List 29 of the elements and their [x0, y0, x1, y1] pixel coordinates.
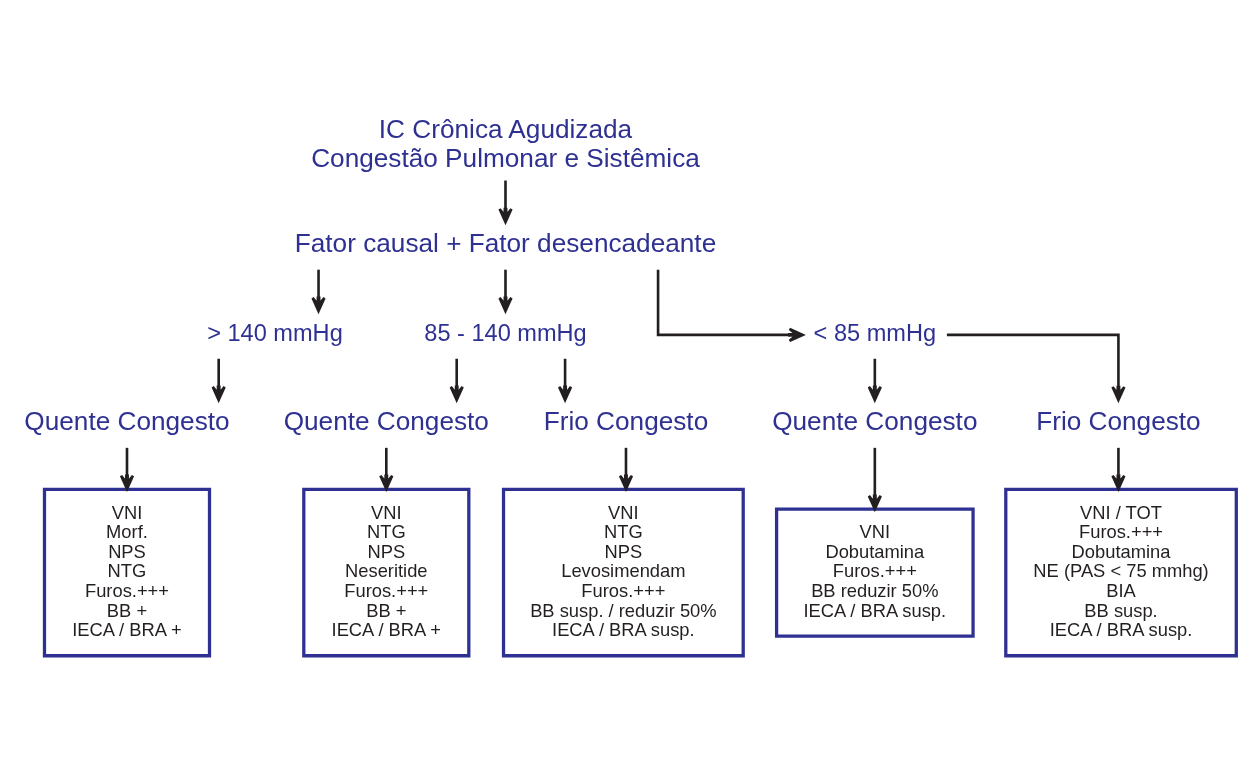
arrow — [946, 333, 1126, 401]
arrow — [379, 447, 394, 490]
arrow — [867, 447, 883, 510]
arrow — [498, 180, 513, 223]
node-text: IC Crônica Agudizada Congestão Pulmonar e Sistêmica — [311, 113, 700, 173]
node-text: < 85 mmHg — [813, 319, 937, 346]
node-text: Quente Congesto — [283, 405, 489, 436]
arrow — [656, 269, 804, 342]
node-box: VNI / TOT Furos.+++ Dobutamina NE (PAS < 75 mmhg) BIA BB susp. IECA / BRA susp. — [1004, 487, 1238, 657]
arrow — [618, 447, 634, 490]
arrow — [311, 269, 326, 312]
node-text: 85 - 140 mmHg — [424, 319, 587, 346]
arrow — [119, 447, 135, 490]
node-box: VNI Morf. NPS NTG Furos.+++ BB + IECA / BRA + — [42, 487, 212, 657]
node-text: > 140 mmHg — [207, 319, 343, 346]
node-text: Frio Congesto — [1036, 405, 1201, 436]
arrow — [449, 358, 464, 401]
arrow — [498, 269, 513, 312]
node-text: Quente Congesto — [24, 405, 230, 436]
node-box: VNI NTG NPS Neseritide Furos.+++ BB + IECA / BRA + — [302, 487, 471, 657]
arrow — [867, 358, 883, 401]
node-text: Quente Congesto — [772, 405, 978, 436]
arrow — [557, 358, 573, 401]
node-box: VNI NTG NPS Levosimendam Furos.+++ BB susp. / reduzir 50% IECA / BRA susp. — [501, 487, 745, 657]
arrow — [211, 358, 226, 401]
node-box: VNI Dobutamina Furos.+++ BB reduzir 50% IECA / BRA susp. — [774, 506, 975, 638]
node-text: Frio Congesto — [543, 405, 709, 436]
arrow — [1111, 447, 1126, 490]
node-text: Fator causal + Fator desencadeante — [294, 227, 717, 258]
